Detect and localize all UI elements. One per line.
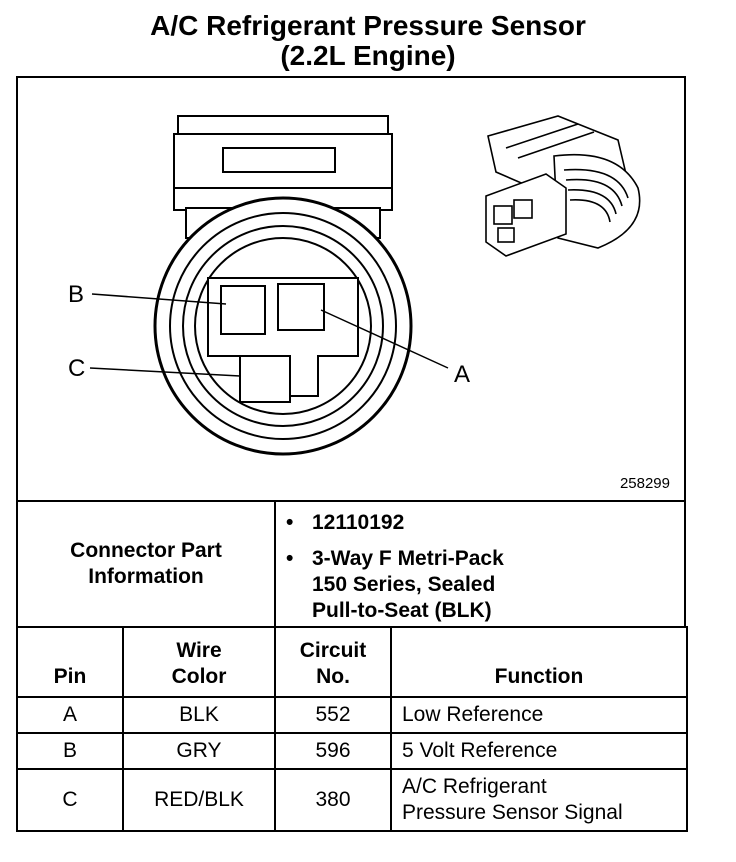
table-row: C RED/BLK 380 A/C Refrigerant Pressure S… <box>16 768 688 832</box>
pin-c-leader <box>89 367 241 377</box>
cell-function: A/C Refrigerant Pressure Sensor Signal <box>390 768 688 832</box>
cell-pin: A <box>16 696 124 734</box>
connector-info-bullets: • 12110192 • 3-Way F Metri-Pack 150 Seri… <box>286 510 676 634</box>
pin-a-label: A <box>454 361 470 388</box>
cell-pin: B <box>16 732 124 770</box>
connector-face-view <box>89 115 449 456</box>
title-line-2: (2.2L Engine) <box>280 40 456 71</box>
diagram-frame: B C A 258299 <box>16 76 686 502</box>
figure-number: 258299 <box>619 475 670 492</box>
cell-wire-color: GRY <box>122 732 276 770</box>
header-wire-color: Wire Color <box>122 626 276 698</box>
connector-isometric-view <box>485 115 641 257</box>
bullet-item: • 3-Way F Metri-Pack 150 Series, Sealed … <box>286 546 676 624</box>
pin-table: Pin Wire Color Circuit No. Function A BL… <box>16 626 688 832</box>
connector-desc-line-2: 150 Series, Sealed <box>312 573 496 596</box>
connector-info-table: Connector Part Information • 12110192 • … <box>16 500 686 628</box>
pin-b-label: B <box>68 281 84 308</box>
heading-line-2: Information <box>88 565 204 588</box>
bullet-dot-icon: • <box>286 547 294 570</box>
table-row: A BLK 552 Low Reference <box>16 696 688 734</box>
header-function: Function <box>390 626 688 698</box>
connector-info-heading: Connector Part Information <box>18 502 276 626</box>
title-line-1: A/C Refrigerant Pressure Sensor <box>150 10 586 41</box>
bullet-item: • 12110192 <box>286 510 676 536</box>
cell-circuit: 596 <box>274 732 392 770</box>
connector-diagram: B C A <box>68 115 641 456</box>
connector-desc-line-3: Pull-to-Seat (BLK) <box>312 599 492 622</box>
header-pin: Pin <box>16 626 124 698</box>
pin-b-leader <box>91 293 227 305</box>
bullet-dot-icon: • <box>286 511 294 534</box>
cell-function: Low Reference <box>390 696 688 734</box>
cell-wire-color: RED/BLK <box>122 768 276 832</box>
pin-c-label: C <box>68 355 85 382</box>
header-circuit-no: Circuit No. <box>274 626 392 698</box>
part-number: 12110192 <box>312 511 405 534</box>
table-row: B GRY 596 5 Volt Reference <box>16 732 688 770</box>
pin-a-cavity <box>277 283 325 331</box>
cell-circuit: 552 <box>274 696 392 734</box>
cell-wire-color: BLK <box>122 696 276 734</box>
pin-b-cavity <box>220 285 266 335</box>
cell-pin: C <box>16 768 124 832</box>
pin-c-cavity <box>239 355 291 403</box>
pin-table-header: Pin Wire Color Circuit No. Function <box>16 626 688 698</box>
pin-a-leader <box>320 309 449 369</box>
cell-function: 5 Volt Reference <box>390 732 688 770</box>
connector-desc-line-1: 3-Way F Metri-Pack <box>312 547 504 570</box>
heading-line-1: Connector Part <box>70 539 222 562</box>
cell-circuit: 380 <box>274 768 392 832</box>
